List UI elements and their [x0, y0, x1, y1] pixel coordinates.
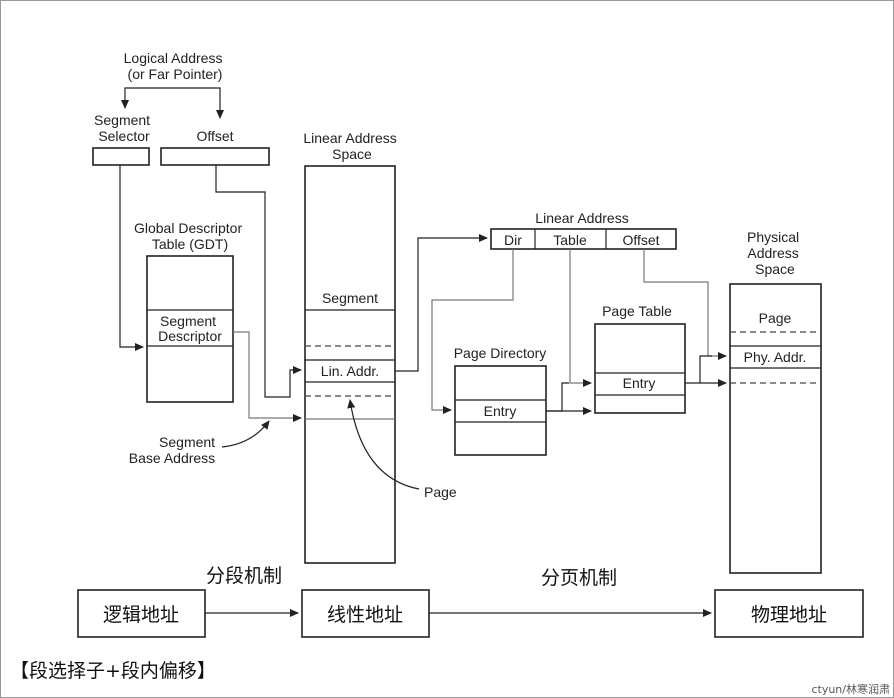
- linear-address-fields: [490, 228, 677, 250]
- watermark: ctyun/林寒润肃: [811, 682, 890, 696]
- linear-address-box-text: 线性地址: [327, 604, 403, 626]
- paging-label: 分页机制: [541, 567, 617, 589]
- offset-to-lin-addr-arrow: [215, 165, 302, 398]
- page-pointer-arrow: [347, 399, 420, 490]
- offset-field: Offset: [622, 232, 659, 248]
- lin-addr-to-linear-address-arrow: [395, 234, 488, 372]
- segment-selector-label: Segment Selector: [94, 112, 154, 144]
- gdt-table: [146, 255, 234, 403]
- linear-address-space-label: Linear Address Space: [303, 130, 400, 162]
- physical-page-label: Page: [759, 310, 792, 326]
- page-directory-table: [454, 365, 547, 456]
- segment-descriptor-label: Segment Descriptor: [158, 313, 222, 344]
- linear-address-space-column: [304, 165, 396, 564]
- selector-to-descriptor-arrow: [119, 165, 144, 351]
- phy-addr-label: Phy. Addr.: [744, 349, 807, 365]
- logical-address-label: Logical Address (or Far Pointer): [124, 50, 227, 82]
- dir-field: Dir: [504, 232, 522, 248]
- linear-address-label: Linear Address: [535, 210, 628, 226]
- segment-selector-box: [92, 147, 150, 166]
- offset-box: [160, 147, 270, 166]
- segmentation-label: 分段机制: [206, 565, 282, 587]
- segment-label: Segment: [322, 290, 378, 306]
- physical-address-space-column: [729, 283, 822, 574]
- table-field: Table: [553, 232, 587, 248]
- linear-address-box: [301, 589, 430, 638]
- dir-to-page-directory-arrow: [431, 249, 514, 414]
- table-to-page-table-arrow: [569, 249, 592, 387]
- lin-addr-label: Lin. Addr.: [321, 363, 379, 379]
- logical-address-box-text: 逻辑地址: [103, 604, 179, 626]
- logical-to-selector-arrow: [121, 87, 175, 109]
- page-directory-label: Page Directory: [454, 345, 547, 361]
- page-table: [594, 323, 686, 414]
- caption: 【段选择子+段内偏移】: [10, 660, 216, 682]
- base-address-pointer-arrow: [221, 420, 270, 448]
- offset-label: Offset: [196, 128, 233, 144]
- segment-base-address-label: Segment Base Address: [129, 434, 219, 466]
- gdt-label: Global Descriptor Table (GDT): [134, 220, 246, 252]
- pd-entry-to-page-table-line: [546, 382, 569, 412]
- pt-entry-branch-line: [699, 355, 712, 383]
- physical-address-box: [714, 589, 864, 638]
- physical-address-space-label: Physical Address Space: [747, 229, 803, 277]
- physical-address-box-text: 物理地址: [751, 604, 827, 626]
- logical-to-offset-arrow: [175, 87, 224, 119]
- page-pointer-label: Page: [424, 484, 457, 500]
- page-table-label: Page Table: [602, 303, 672, 319]
- descriptor-to-base-arrow: [233, 331, 302, 422]
- offset-to-phy-addr-arrow: [643, 249, 727, 360]
- pd-entry-label: Entry: [484, 403, 517, 419]
- pt-entry-label: Entry: [623, 375, 656, 391]
